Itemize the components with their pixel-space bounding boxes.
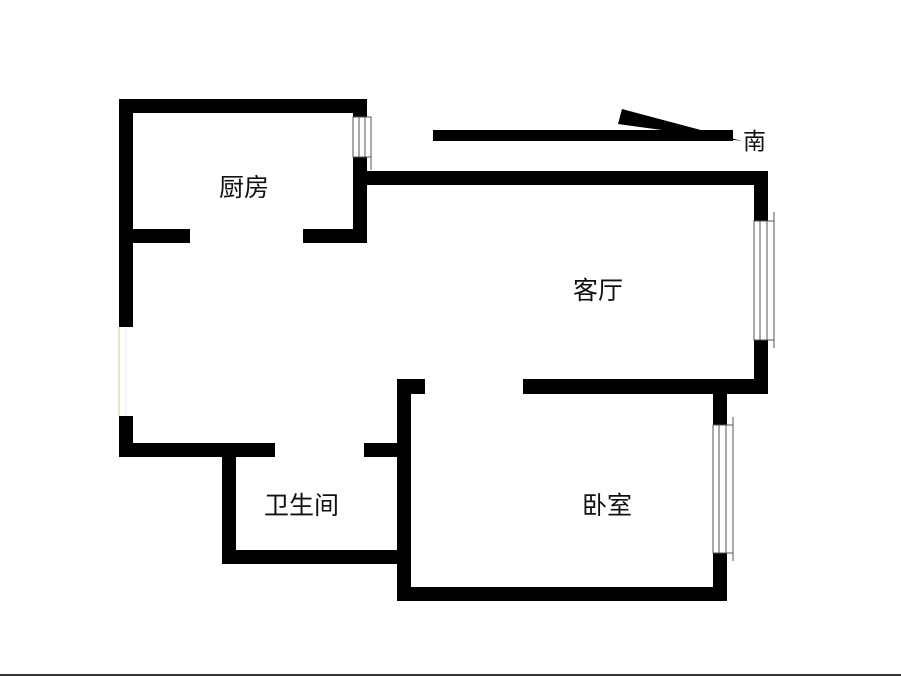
kitchen-top-wall <box>119 99 367 113</box>
compass-label: 南 <box>743 129 766 155</box>
hall-bottom-wall-left <box>119 443 275 457</box>
kitchen-bottom-wall-left <box>119 229 190 243</box>
bedroom-right-wall-upper <box>713 379 727 425</box>
living-room-top-wall <box>353 171 768 185</box>
bedroom-left-wall <box>397 379 411 601</box>
walls <box>119 99 768 601</box>
bathroom-bottom-wall <box>222 550 411 564</box>
living-room-bottom-wall <box>523 379 768 394</box>
compass: 南 <box>433 109 766 155</box>
bathroom-left-wall <box>222 443 236 564</box>
kitchen-window <box>352 116 372 170</box>
room-label-bathroom: 卫生间 <box>264 491 339 520</box>
living-room-right-wall-upper <box>754 171 768 221</box>
bottom-border <box>0 674 901 676</box>
windows <box>118 116 775 561</box>
room-label-kitchen: 厨房 <box>219 173 269 202</box>
bedroom-right-wall-lower <box>713 553 727 601</box>
kitchen-left-wall <box>119 99 133 327</box>
room-label-living-room: 客厅 <box>573 276 623 305</box>
living-room-window <box>753 212 775 348</box>
kitchen-bottom-wall-right <box>303 229 367 243</box>
bedroom-bottom-wall <box>397 587 727 601</box>
kitchen-right-wall-upper <box>353 99 367 117</box>
bedroom-window <box>712 417 734 561</box>
direction-arrow-icon <box>433 109 742 141</box>
entry-door-opening <box>118 327 127 416</box>
room-label-bedroom: 卧室 <box>582 491 632 520</box>
room-labels: 厨房 客厅 卫生间 卧室 <box>219 173 632 520</box>
